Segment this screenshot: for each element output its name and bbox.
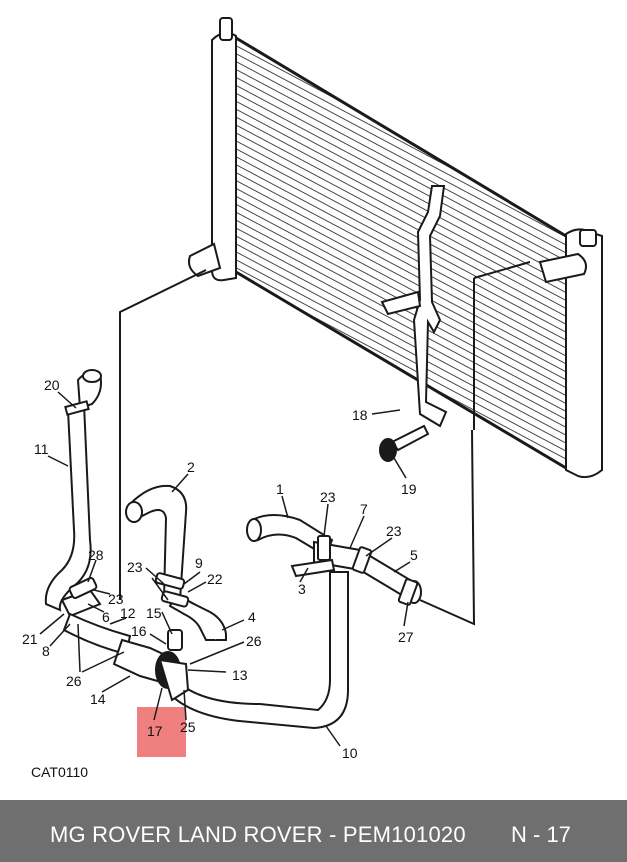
callout-26-a[interactable]: 26 [66,673,82,689]
callout-6[interactable]: 6 [102,609,110,625]
callout-16[interactable]: 16 [131,623,147,639]
callout-10[interactable]: 10 [342,745,358,761]
highlight-box [137,707,186,757]
callout-11[interactable]: 11 [34,441,49,457]
callout-22[interactable]: 22 [207,571,223,587]
hose-11[interactable] [44,369,102,612]
callout-23-a[interactable]: 23 [320,489,336,505]
callout-12[interactable]: 12 [120,605,136,621]
footer-part-number: MG ROVER LAND ROVER - PEM101020 [50,822,466,847]
callout-21[interactable]: 21 [22,631,38,647]
callout-25[interactable]: 25 [180,719,196,735]
footer-bar: MG ROVER LAND ROVER - PEM101020 N - 17 [0,800,627,862]
callout-13[interactable]: 13 [232,667,248,683]
bleed-pipe[interactable] [380,185,448,428]
callout-2[interactable]: 2 [187,459,195,475]
callout-labels: 20 11 2 1 23 7 23 5 3 27 18 19 28 23 6 1… [22,377,418,761]
callout-3[interactable]: 3 [298,581,306,597]
callout-1[interactable]: 1 [276,481,284,497]
callout-26-b[interactable]: 26 [246,633,262,649]
exploded-parts-diagram: 20 11 2 1 23 7 23 5 3 27 18 19 28 23 6 1… [22,17,603,761]
hose-10[interactable] [170,571,349,730]
callout-20[interactable]: 20 [44,377,60,393]
callout-7[interactable]: 7 [360,501,368,517]
callout-4[interactable]: 4 [248,609,256,625]
callout-23-c[interactable]: 23 [108,591,124,607]
footer-page-ref: N - 17 [511,822,571,847]
hose-2[interactable] [125,484,188,602]
callout-8[interactable]: 8 [42,643,50,659]
callout-28[interactable]: 28 [88,547,104,563]
callout-9[interactable]: 9 [195,555,203,571]
leader-lines [39,391,411,747]
callout-5[interactable]: 5 [410,547,418,563]
catalog-code: CAT0110 [31,764,89,780]
callout-14[interactable]: 14 [90,691,106,707]
callout-27[interactable]: 27 [398,629,414,645]
callout-23-b[interactable]: 23 [386,523,402,539]
callout-18[interactable]: 18 [352,407,368,423]
callout-19[interactable]: 19 [401,481,417,497]
callout-17[interactable]: 17 [147,723,163,739]
callout-15[interactable]: 15 [146,605,162,621]
screw[interactable] [379,424,430,462]
shroud-outline [119,261,531,626]
radiator[interactable] [188,17,603,479]
callout-23-d[interactable]: 23 [127,559,143,575]
tee-connector[interactable] [290,535,422,606]
